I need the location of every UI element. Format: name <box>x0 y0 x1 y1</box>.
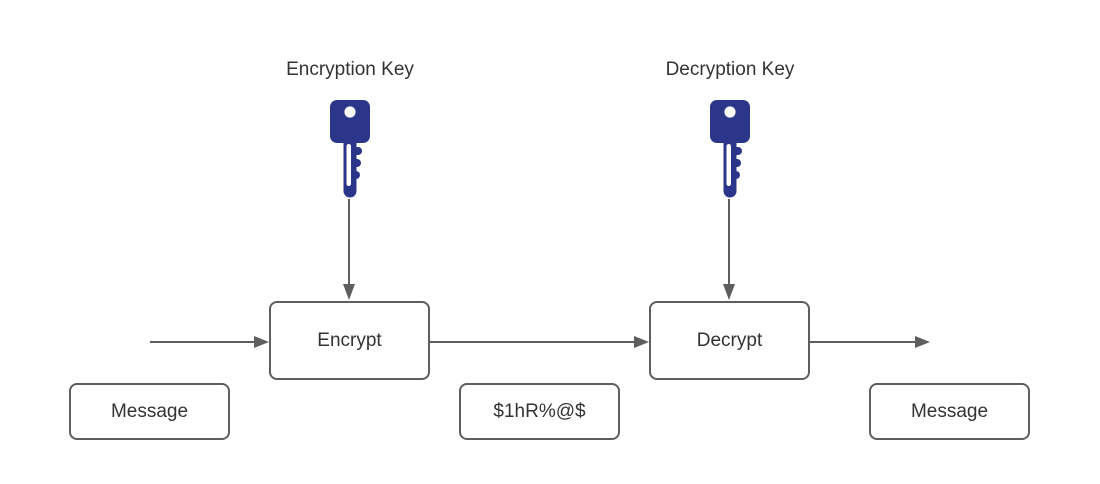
ciphertext-label: $1hR%@$ <box>493 400 586 422</box>
message-input-label: Message <box>110 400 189 422</box>
decrypt-node-label: Decrypt <box>696 329 763 351</box>
encrypt-node: Encrypt <box>269 301 430 380</box>
encryption-key-arrow <box>343 199 355 300</box>
decryption-key-label: Decryption Key <box>665 59 795 80</box>
arrow-encrypt-to-decrypt <box>430 336 649 348</box>
arrow-out-of-decrypt <box>810 336 930 348</box>
message-output-label: Message <box>910 400 989 422</box>
ciphertext-node: $1hR%@$ <box>459 383 620 440</box>
encryption-key-icon <box>330 100 370 198</box>
decryption-key-icon <box>710 100 750 198</box>
arrow-into-encrypt <box>150 336 269 348</box>
decrypt-node: Decrypt <box>649 301 810 380</box>
message-input-node: Message <box>69 383 230 440</box>
decryption-key-arrow <box>723 199 735 300</box>
encrypt-node-label: Encrypt <box>317 329 382 351</box>
encryption-key-label: Encryption Key <box>286 59 414 80</box>
message-output-node: Message <box>869 383 1030 440</box>
